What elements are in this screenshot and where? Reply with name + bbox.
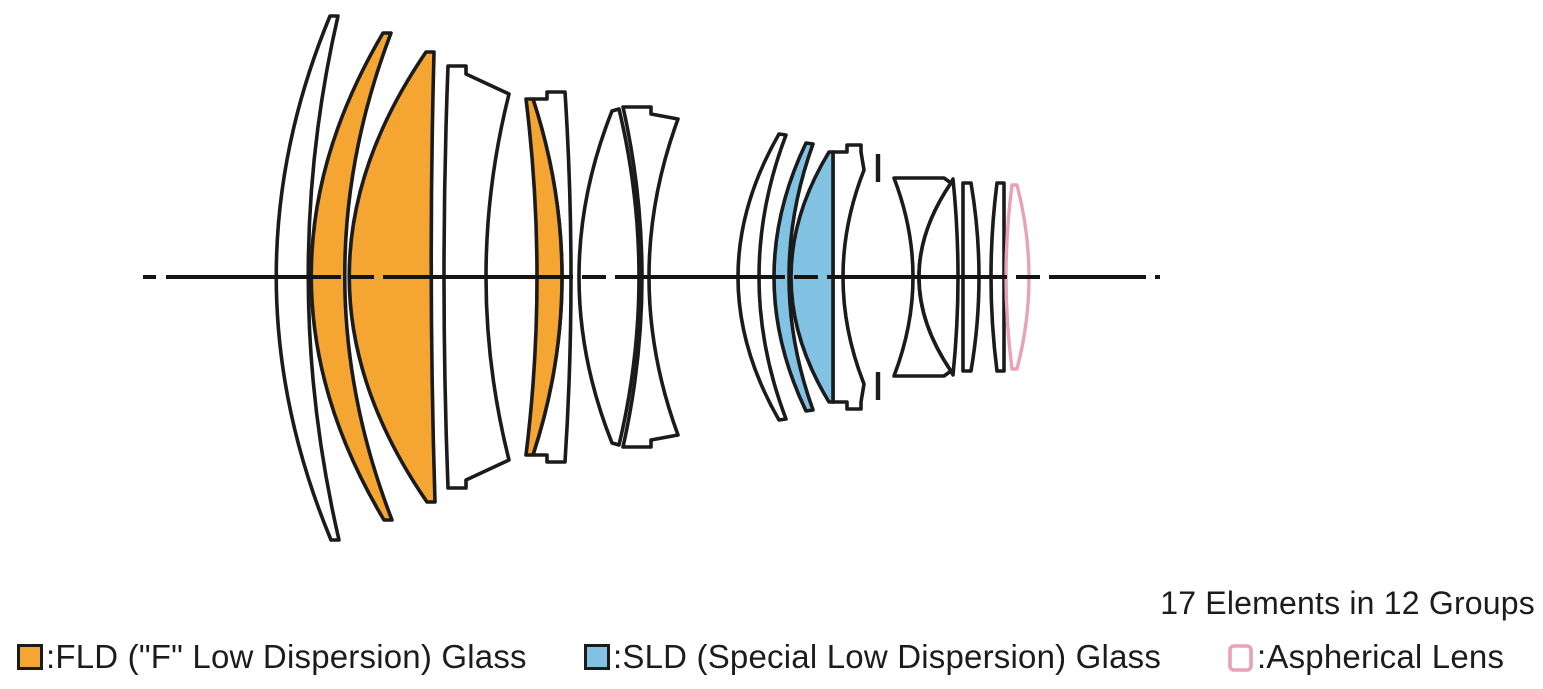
legend-label-aspherical: :Aspherical Lens [1257, 638, 1505, 675]
legend-item-fld: :FLD ("F" Low Dispersion) Glass [16, 640, 527, 674]
legend-item-sld: :SLD (Special Low Dispersion) Glass [583, 640, 1161, 674]
aspherical-swatch-rect [1228, 644, 1253, 672]
legend-label-sld: :SLD (Special Low Dispersion) Glass [613, 638, 1162, 675]
lens-element-7-biconvex [577, 107, 641, 447]
sld-swatch-rect [584, 644, 610, 670]
lens-element-12-flanged-meniscus [831, 143, 866, 411]
legend-item-aspherical: :Aspherical Lens [1227, 640, 1504, 674]
lens-element-10-sld-thin-meniscus [772, 141, 815, 413]
element-count-caption: 17 Elements in 12 Groups [1160, 585, 1535, 621]
legend-label-fld: :FLD ("F" Low Dispersion) Glass [46, 638, 527, 675]
fld-swatch-icon [17, 644, 43, 670]
fld-swatch-rect [17, 644, 43, 670]
sld-swatch-icon [584, 644, 610, 670]
aspherical-swatch-icon [1228, 644, 1253, 672]
lens-element-2-fld-meniscus [309, 31, 394, 522]
lens-element-9-thin-meniscus [736, 132, 788, 422]
lens-element-8-flanged-biconcave [621, 105, 680, 449]
